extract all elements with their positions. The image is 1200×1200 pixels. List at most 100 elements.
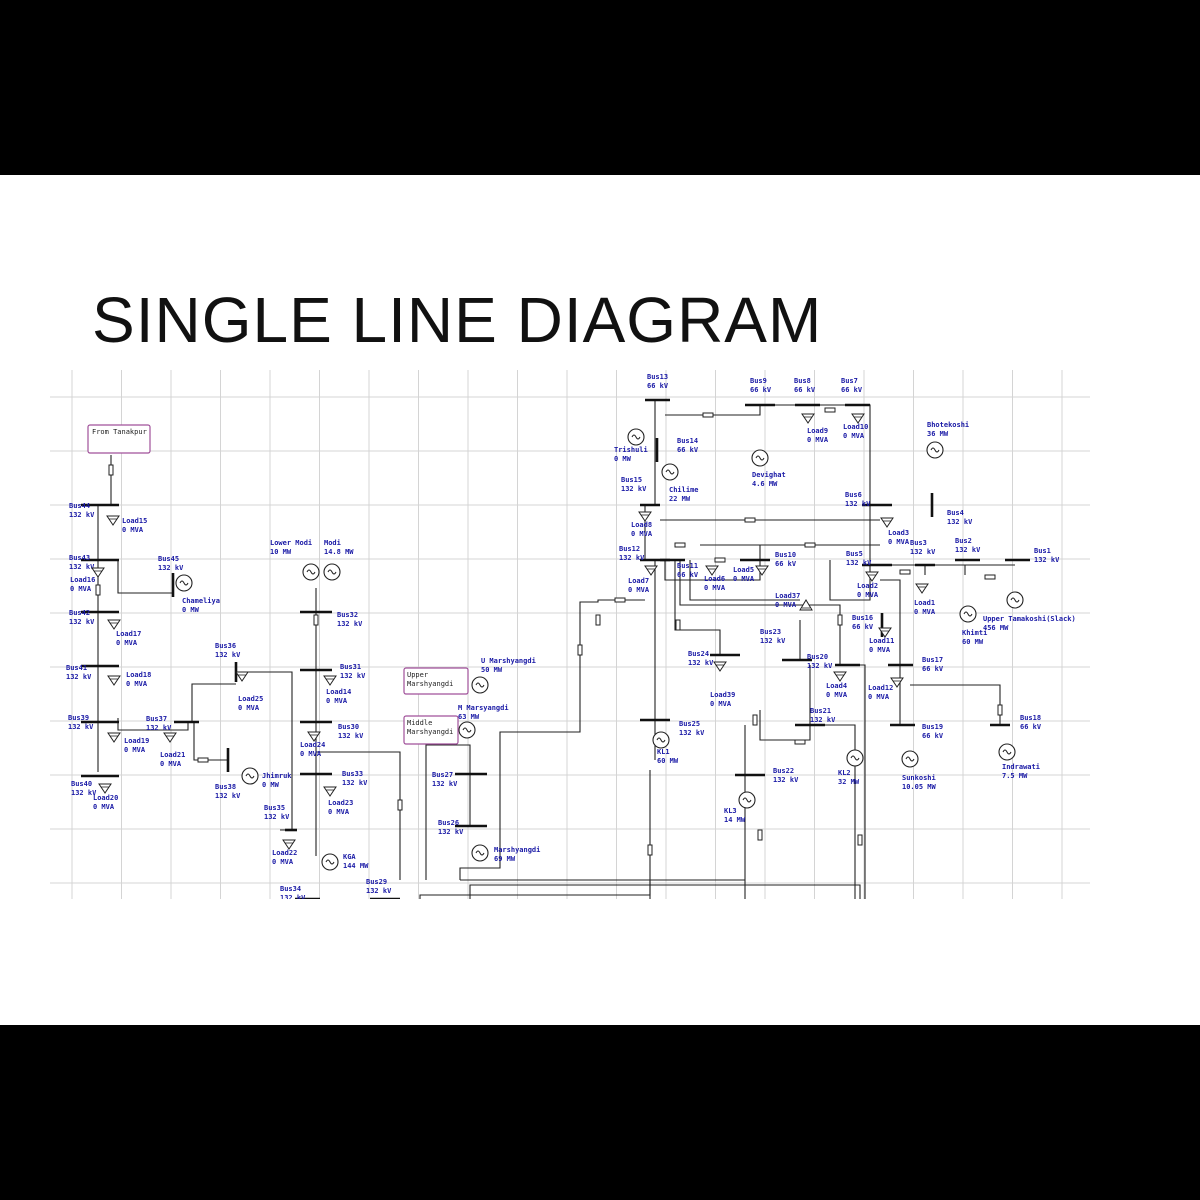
bus-label: Bus41: [66, 664, 87, 672]
external-grid-box: [87, 424, 151, 454]
load-label: Load25: [238, 695, 263, 703]
bus-label: Bus8: [794, 377, 811, 385]
bus-voltage: 66 kV: [677, 446, 699, 454]
connection-line: [810, 724, 856, 899]
generator-wave: [475, 850, 485, 856]
connection-line: [910, 684, 1001, 725]
load-label: Load19: [124, 737, 149, 745]
bus-voltage: 132 kV: [338, 732, 364, 740]
connection-line: [425, 744, 471, 880]
load-rating: 0 MVA: [122, 526, 144, 534]
load-icon: [106, 515, 120, 526]
generator-label: KL2: [838, 769, 851, 777]
load-label: Load3: [888, 529, 909, 537]
bus-voltage: 66 kV: [677, 571, 699, 579]
bus-voltage: 132 kV: [215, 792, 241, 800]
impedance-symbol: [857, 834, 863, 846]
connection-line: [316, 751, 401, 880]
load-rating: 0 MVA: [238, 704, 260, 712]
bus-label: Bus21: [810, 707, 831, 715]
connection-line: [665, 405, 761, 416]
impedance-symbol: [984, 574, 996, 580]
impedance-symbol: [997, 704, 1003, 716]
load-icon: [163, 732, 177, 743]
bus-label: Bus23: [760, 628, 781, 636]
bus-label: Bus7: [841, 377, 858, 385]
bus-label: Bus45: [158, 555, 179, 563]
generator-label: Upper Tamakoshi(Slack): [983, 615, 1076, 623]
load-icon: [282, 839, 296, 850]
bus-voltage: 132 kV: [68, 723, 94, 731]
connection-line: [700, 544, 761, 560]
bus-voltage: 132 kV: [342, 779, 368, 787]
load-label: Load7: [628, 577, 649, 585]
bus-label: Bus12: [619, 545, 640, 553]
load-icon: [323, 675, 337, 686]
impedance-symbol: [614, 597, 626, 603]
bus-voltage: 132 kV: [158, 564, 184, 572]
bus-voltage: 132 kV: [69, 618, 95, 626]
load-label: Load18: [126, 671, 151, 679]
bus-voltage: 132 kV: [619, 554, 645, 562]
impedance-symbol: [577, 644, 583, 656]
load-icon: [705, 565, 719, 576]
generator-wave: [656, 737, 666, 743]
load-label: Load9: [807, 427, 828, 435]
impedance-symbol: [794, 739, 806, 745]
bus-label: Bus34: [280, 885, 301, 893]
bus-label: Bus16: [852, 614, 873, 622]
load-label: Load39: [710, 691, 735, 699]
load-icon: [91, 567, 105, 578]
impedance-symbol: [108, 464, 114, 476]
external-grid-label: Marshyangdi: [407, 680, 453, 688]
generator-wave: [905, 756, 915, 762]
connection-line: [193, 722, 228, 761]
generator-label: Marshyangdi: [494, 846, 540, 854]
generator-label: M Marsyangdi: [458, 704, 509, 712]
load-label: Load2: [857, 582, 878, 590]
bus-label: Bus38: [215, 783, 236, 791]
load-icon: [307, 731, 321, 742]
bus-label: Bus36: [215, 642, 236, 650]
generator-wave: [462, 727, 472, 733]
bus-voltage: 132 kV: [280, 894, 306, 902]
load-icon: [865, 571, 879, 582]
generator-wave: [475, 682, 485, 688]
generator-label: Lower Modi: [270, 539, 312, 547]
generator-label: Sunkoshi: [902, 774, 936, 782]
connection-line: [674, 560, 721, 655]
generator-rating: 10.05 MW: [902, 783, 937, 791]
bus-label: Bus2: [955, 537, 972, 545]
impedance-symbol: [675, 619, 681, 631]
bus-voltage: 132 kV: [688, 659, 714, 667]
load-label: Load23: [328, 799, 353, 807]
load-icon: [878, 627, 892, 638]
load-icon: [801, 413, 815, 424]
generator-rating: 10 MW: [270, 548, 292, 556]
bus-voltage: 66 kV: [922, 665, 944, 673]
bus-voltage: 132 kV: [69, 511, 95, 519]
generator-label: Devighat: [752, 471, 786, 479]
generator-wave: [963, 611, 973, 617]
load-icon: [107, 619, 121, 630]
bus-label: Bus33: [342, 770, 363, 778]
load-label: Load6: [704, 575, 725, 583]
bus-label: Bus6: [845, 491, 862, 499]
bus-voltage: 132 kV: [845, 500, 871, 508]
bus-label: Bus13: [647, 373, 668, 381]
bus-voltage: 132 kV: [432, 780, 458, 788]
generator-label: Trishuli: [614, 446, 648, 454]
load-label: Load21: [160, 751, 185, 759]
bus-voltage: 66 kV: [647, 382, 669, 390]
load-rating: 0 MVA: [93, 803, 115, 811]
load-label: Load11: [869, 637, 894, 645]
load-icon: [235, 671, 249, 682]
bus-label: Bus9: [750, 377, 767, 385]
load-rating: 0 MVA: [843, 432, 865, 440]
generator-wave: [327, 569, 337, 575]
bus-voltage: 132 kV: [846, 559, 872, 567]
load-rating: 0 MVA: [857, 591, 879, 599]
generator-wave: [179, 580, 189, 586]
bus-label: Bus19: [922, 723, 943, 731]
generator-wave: [742, 797, 752, 803]
